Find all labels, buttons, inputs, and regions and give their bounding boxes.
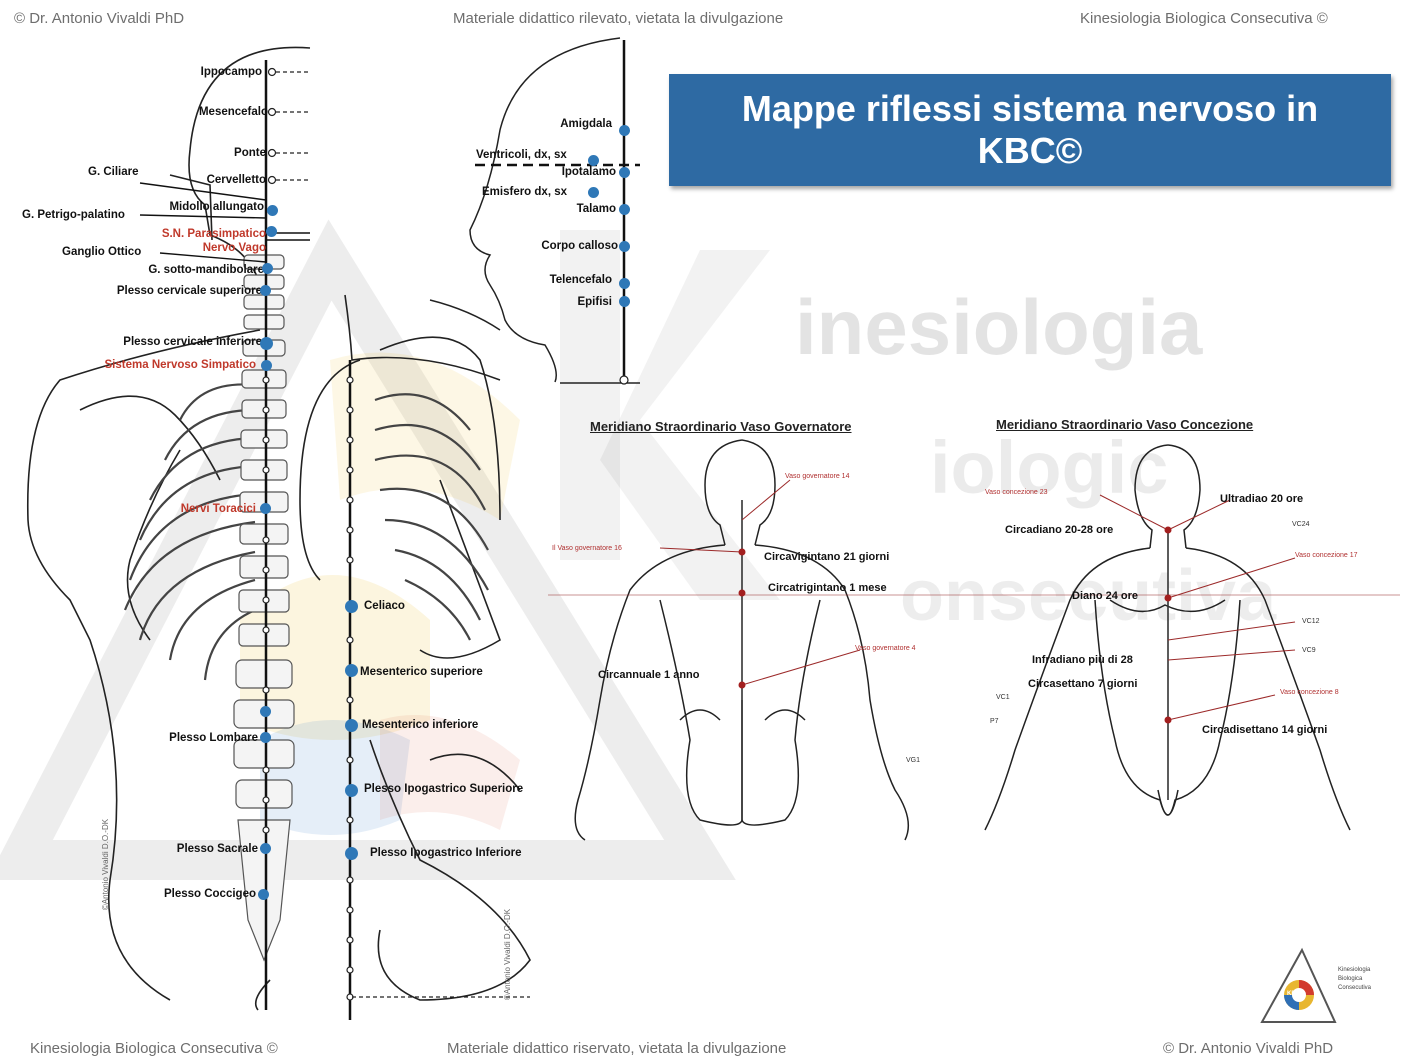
point-plesso-coccigeo: [258, 889, 269, 900]
gv-label-vg14: Vaso governatore 14: [785, 473, 849, 480]
cv-label-circadisettano: Circadisettano 14 giorni: [1202, 724, 1327, 737]
label-ventricoli: Ventricoli, dx, sx: [476, 149, 567, 162]
point-lombare-1: [260, 706, 271, 717]
point-parasimpatico: [266, 226, 277, 237]
kbc-logo-triangle: [1262, 950, 1335, 1022]
label-plesso-ipogastrico-superiore: Plesso Ipogastrico Superiore: [364, 783, 523, 796]
label-cervelletto: Cervelletto: [150, 174, 266, 187]
point-simpatico: [261, 360, 272, 371]
point-midollo: [267, 205, 278, 216]
label-corpo-calloso: Corpo calloso: [510, 240, 618, 253]
cv-label-circasettano: Circasettano 7 giorni: [1028, 678, 1137, 691]
slide-title-line1: Mappe riflessi sistema nervoso in: [669, 88, 1391, 130]
label-plesso-coccigeo: Plesso Coccigeo: [110, 888, 256, 901]
point-telencefalo: [619, 278, 630, 289]
cv-label-circadiano: Circadiano 20-28 ore: [1005, 524, 1113, 537]
label-g-petrigo-palatino: G. Petrigo-palatino: [22, 209, 125, 222]
label-mesencefalo: Mesencefalo: [150, 106, 268, 119]
label-spine-signature: ©Antonio Vivaldi D.O.-DK: [101, 819, 110, 910]
logo-text-line3: Consecutiva: [1338, 984, 1371, 993]
label-plesso-sacrale: Plesso Sacrale: [120, 843, 258, 856]
point-ipogastrico-inferiore: [345, 847, 358, 860]
point-sotto-mandibolare: [262, 263, 273, 274]
label-amigdala: Amigdala: [530, 118, 612, 131]
label-ipotalamo: Ipotalamo: [540, 166, 616, 179]
cv-label-vc12: VC12: [1302, 618, 1320, 625]
label-g-ciliare: G. Ciliare: [88, 166, 139, 179]
logo-text: Kinesiologia Biologica Consecutiva: [1338, 966, 1371, 993]
label-emisfero: Emisfero dx, sx: [482, 186, 567, 199]
label-nervi-toracici: Nervi Toracici: [130, 503, 256, 516]
point-plesso-sacrale: [260, 843, 271, 854]
gv-label-circavigintano: Circavigintano 21 giorni: [764, 551, 889, 564]
label-telencefalo: Telencefalo: [520, 274, 612, 287]
cv-label-vc8: Vaso concezione 8: [1280, 689, 1339, 696]
point-ipogastrico-superiore: [345, 784, 358, 797]
point-cervicale-superiore: [260, 285, 271, 296]
cv-meridian-title: Meridiano Straordinario Vaso Concezione: [996, 417, 1253, 432]
label-nervo-vago: Nervo Vago: [150, 242, 266, 255]
label-side-signature: ©Antonio Vivaldi D.O.-DK: [503, 909, 512, 1000]
label-sistema-nervoso-simpatico: Sistema Nervoso Simpatico: [40, 359, 256, 372]
label-talamo: Talamo: [540, 203, 616, 216]
label-mesenterico-inferiore: Mesenterico inferiore: [362, 719, 478, 732]
cv-label-infradiano: Infradiano più di 28: [1032, 654, 1133, 667]
point-ventricoli: [588, 155, 599, 166]
point-cervicale-inferiore: [260, 337, 273, 350]
cv-label-vc24: VC24: [1292, 521, 1310, 528]
point-corpo-calloso: [619, 241, 630, 252]
cv-label-diano: Diano 24 ore: [1072, 590, 1138, 603]
point-plesso-lombare: [260, 732, 271, 743]
gv-label-small: VG1: [906, 757, 920, 764]
cv-label-p7: P7: [990, 718, 999, 725]
gv-label-vg4: Vaso governatore 4: [855, 645, 916, 652]
label-mesenterico-superiore: Mesenterico superiore: [360, 666, 483, 679]
logo-letters: KBC: [1287, 991, 1300, 997]
point-epifisi: [619, 296, 630, 307]
gv-label-circatrigintano: Circatrigintano 1 mese: [768, 582, 887, 595]
label-plesso-lombare: Plesso Lombare: [120, 732, 258, 745]
cv-label-ultradiano: Ultradiao 20 ore: [1220, 493, 1303, 506]
point-emisfero: [588, 187, 599, 198]
gv-meridian-title: Meridiano Straordinario Vaso Governatore: [590, 419, 852, 434]
cv-label-vc17: Vaso concezione 17: [1295, 552, 1358, 559]
slide-title: Mappe riflessi sistema nervoso in KBC©: [669, 74, 1391, 186]
label-plesso-cervicale-inferiore: Plesso cervicale inferiore: [60, 336, 262, 349]
cv-label-vc1: VC1: [996, 694, 1010, 701]
cv-label-vc9: VC9: [1302, 647, 1316, 654]
label-sn-parasimpatico: S.N. Parasimpatico: [120, 228, 266, 241]
cv-label-vc23: Vaso concezione 23: [985, 489, 1048, 496]
label-epifisi: Epifisi: [540, 296, 612, 309]
logo-text-line1: Kinesiologia: [1338, 966, 1371, 975]
label-midollo-allungato: Midollo allungato: [120, 201, 264, 214]
gv-label-vg16: Il Vaso governatore 16: [552, 545, 622, 552]
slide-title-line2: KBC©: [669, 130, 1391, 172]
label-g-sotto-mandibolare: G. sotto-mandibolare: [100, 264, 264, 277]
point-talamo: [619, 204, 630, 215]
label-ganglio-ottico: Ganglio Ottico: [62, 246, 141, 259]
label-ippocampo: Ippocampo: [150, 66, 262, 79]
label-plesso-ipogastrico-inferiore: Plesso Ipogastrico Inferiore: [370, 847, 521, 860]
logo-text-line2: Biologica: [1338, 975, 1371, 984]
point-mesenterico-superiore: [345, 664, 358, 677]
label-celiaco: Celiaco: [364, 600, 405, 613]
point-celiaco: [345, 600, 358, 613]
gv-label-circannuale: Circannuale 1 anno: [598, 669, 699, 682]
point-amigdala: [619, 125, 630, 136]
point-mesenterico-inferiore: [345, 719, 358, 732]
label-plesso-cervicale-superiore: Plesso cervicale superiore: [60, 285, 262, 298]
point-nervi-toracici: [260, 503, 271, 514]
label-ponte: Ponte: [150, 147, 266, 160]
point-ipotalamo: [619, 167, 630, 178]
